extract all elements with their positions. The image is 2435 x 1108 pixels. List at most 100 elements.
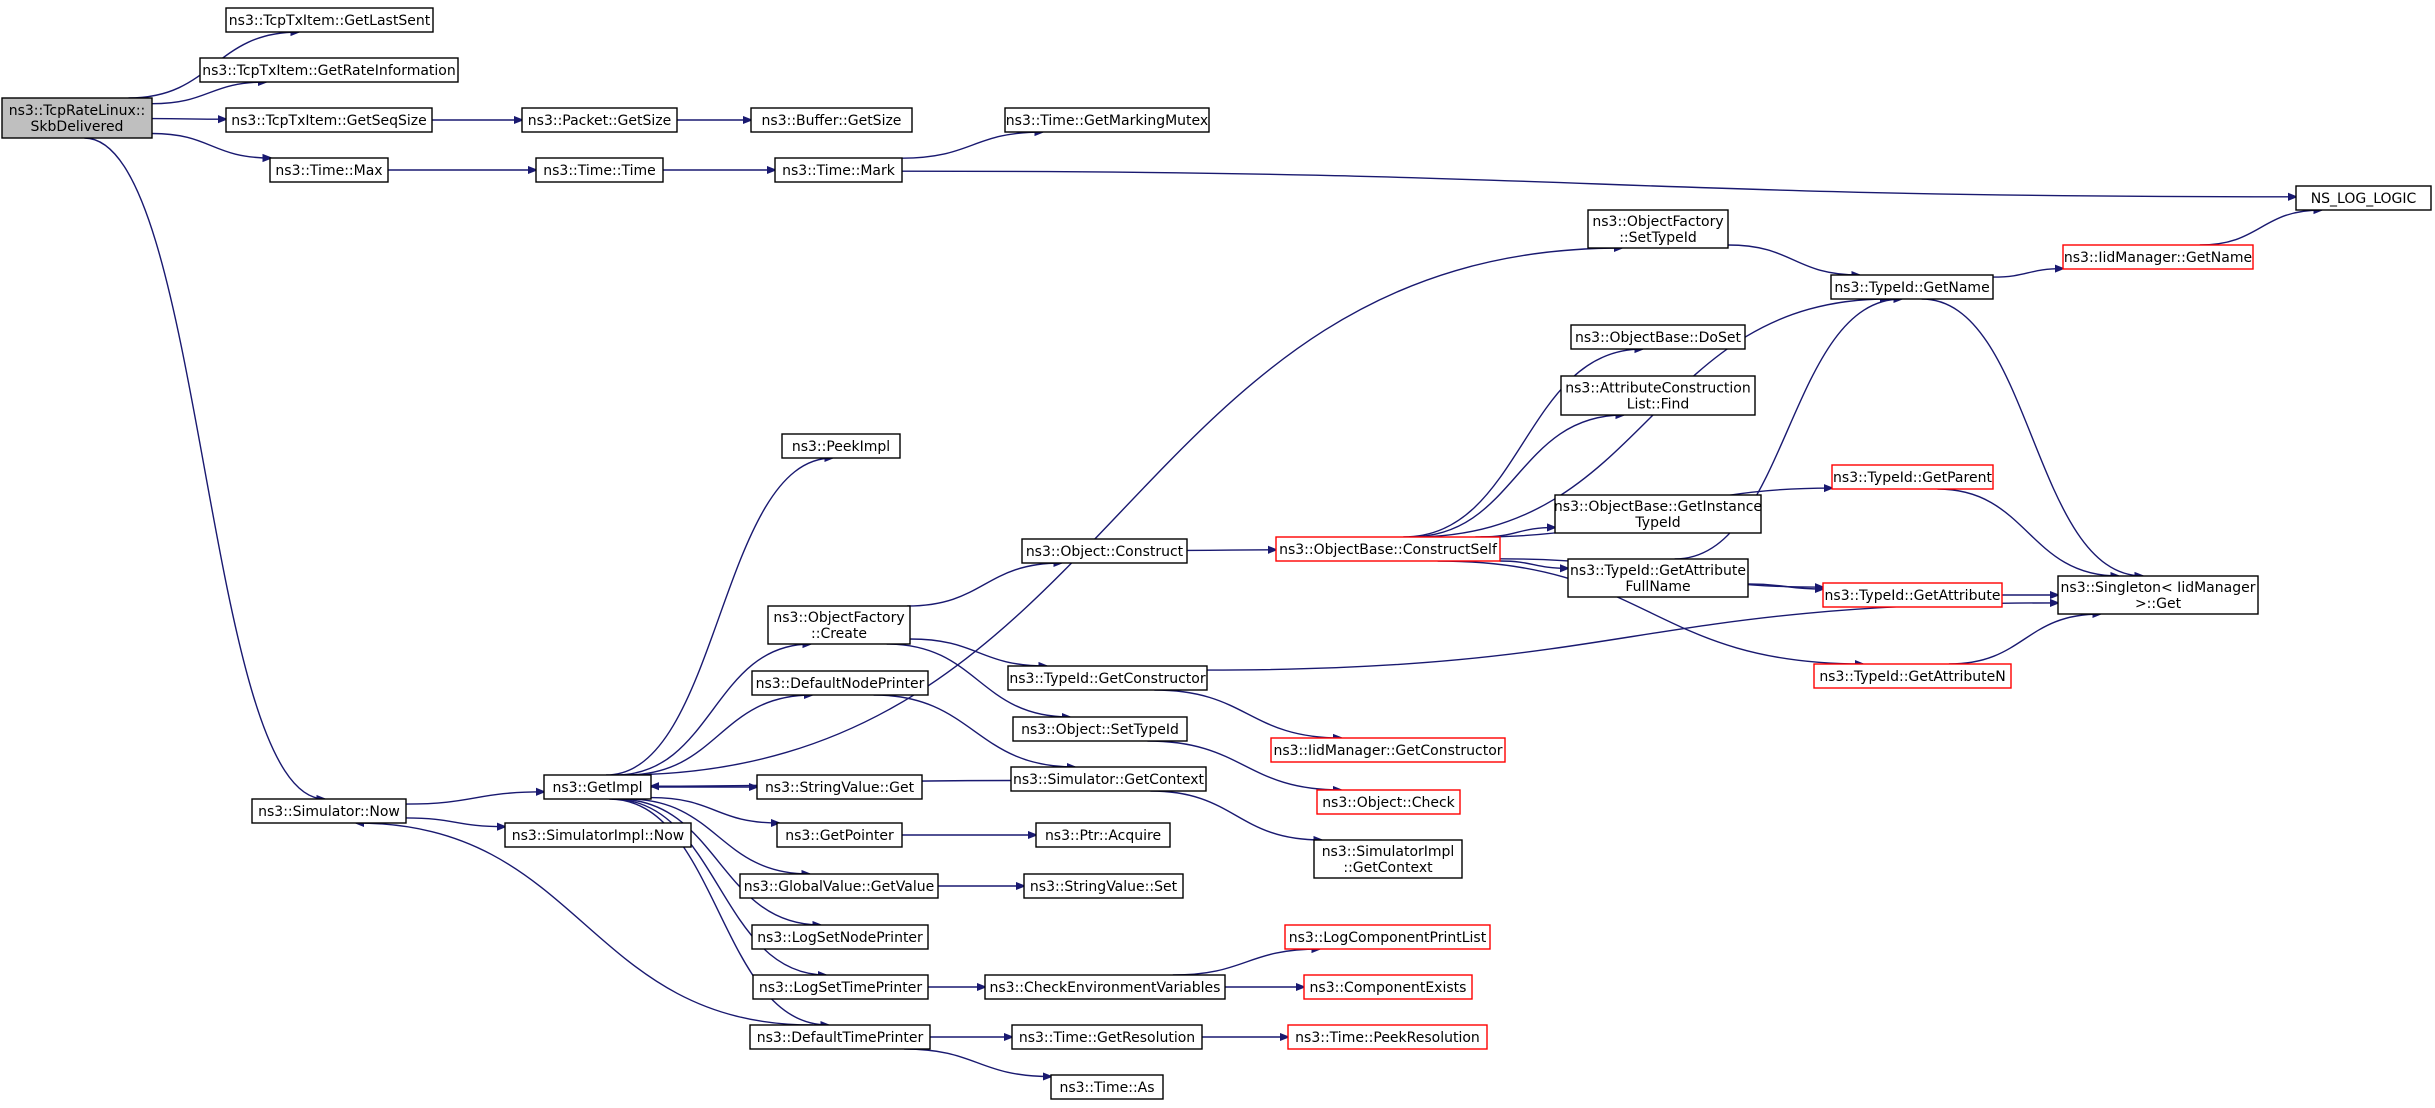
node-label: ns3::Buffer::GetSize [762, 113, 902, 129]
node-label: ns3::Time::Time [543, 163, 655, 179]
node-objConstruct[interactable]: ns3::Object::Construct [1021, 538, 1188, 564]
edge-line [907, 563, 1061, 607]
node-simNow[interactable]: ns3::Simulator::Now [251, 798, 407, 824]
node-timeAs[interactable]: ns3::Time::As [1050, 1074, 1164, 1100]
node-getAttributeN[interactable]: ns3::TypeId::GetAttributeN [1813, 663, 2012, 689]
node-getImpl[interactable]: ns3::GetImpl [543, 774, 652, 800]
node-objSetTypeId[interactable]: ns3::Object::SetTypeId [1012, 716, 1188, 742]
node-label: NS_LOG_LOGIC [2311, 191, 2417, 207]
edge-line [901, 170, 2296, 197]
edge-ofCreate-to-objSetTypeId [886, 643, 1070, 717]
node-timeGetResolution[interactable]: ns3::Time::GetResolution [1011, 1024, 1203, 1050]
node-box [225, 107, 433, 133]
node-box [504, 822, 692, 848]
edge-line [606, 458, 832, 776]
node-logCompPrintList[interactable]: ns3::LogComponentPrintList [1284, 924, 1491, 950]
node-box [1560, 375, 1756, 416]
node-label: ns3::IidManager::GetConstructor [1273, 743, 1502, 759]
node-box [1316, 789, 1461, 815]
node-box [767, 605, 911, 645]
node-box [1287, 1024, 1488, 1050]
node-objCheck[interactable]: ns3::Object::Check [1316, 789, 1461, 815]
node-label: ns3::ObjectFactory [1592, 214, 1723, 230]
node-ptrAcquire[interactable]: ns3::Ptr::Acquire [1035, 822, 1171, 848]
node-label: ns3::DefaultNodePrinter [756, 676, 925, 692]
node-iidGetName[interactable]: ns3::IidManager::GetName [2062, 244, 2254, 270]
node-ofCreate[interactable]: ns3::ObjectFactory::Create [767, 605, 911, 645]
node-packetGetSize[interactable]: ns3::Packet::GetSize [521, 107, 678, 133]
node-simImplGetContext[interactable]: ns3::SimulatorImpl::GetContext [1313, 839, 1463, 879]
node-defaultNodePrinter[interactable]: ns3::DefaultNodePrinter [751, 670, 929, 696]
node-timeMark[interactable]: ns3::Time::Mark [774, 157, 903, 183]
node-stringValueSet[interactable]: ns3::StringValue::Set [1023, 873, 1184, 899]
node-obDoSet[interactable]: ns3::ObjectBase::DoSet [1570, 324, 1746, 350]
node-simImplNow[interactable]: ns3::SimulatorImpl::Now [504, 822, 692, 848]
node-getRateInfo[interactable]: ns3::TcpTxItem::GetRateInformation [199, 57, 459, 83]
edge-defaultTimePrinter-to-simNow [356, 823, 813, 1026]
node-checkEnvVars[interactable]: ns3::CheckEnvironmentVariables [984, 974, 1226, 1000]
node-getMarkingMutex[interactable]: ns3::Time::GetMarkingMutex [1004, 107, 1210, 133]
node-bufferGetSize[interactable]: ns3::Buffer::GetSize [750, 107, 913, 133]
node-getSeqSize[interactable]: ns3::TcpTxItem::GetSeqSize [225, 107, 433, 133]
edge-line [1948, 614, 2100, 665]
node-label: ns3::ComponentExists [1310, 980, 1467, 996]
node-ofSetTypeId[interactable]: ns3::ObjectFactory::SetTypeId [1587, 209, 1729, 249]
node-box [756, 774, 923, 800]
edges-layer [84, 32, 2321, 1077]
node-timeMax[interactable]: ns3::Time::Max [269, 157, 389, 183]
node-box [1554, 494, 1762, 534]
node-timePeekResolution[interactable]: ns3::Time::PeekResolution [1287, 1024, 1488, 1050]
node-stringValueGet[interactable]: ns3::StringValue::Get [756, 774, 923, 800]
node-logSetNodePrinter[interactable]: ns3::LogSetNodePrinter [751, 924, 929, 950]
edge-getImpl-to-logSetTimePrinter [612, 798, 826, 975]
node-getParent[interactable]: ns3::TypeId::GetParent [1831, 464, 1994, 490]
edge-obConstructSelf-to-getAttributeN [1437, 560, 1863, 664]
node-box [751, 924, 929, 950]
node-label: ns3::Packet::GetSize [528, 113, 671, 129]
edge-line [886, 643, 1070, 717]
node-nsLogLogic[interactable]: NS_LOG_LOGIC [2295, 185, 2432, 211]
node-label: List::Find [1627, 397, 1690, 413]
node-label: ns3::Object::SetTypeId [1021, 722, 1179, 738]
node-getConstructor[interactable]: ns3::TypeId::GetConstructor [1007, 665, 1208, 691]
node-timeTime[interactable]: ns3::Time::Time [535, 157, 664, 183]
node-box [750, 107, 913, 133]
edge-line [1727, 244, 1859, 275]
edge-timeMark-to-nsLogLogic [901, 170, 2296, 197]
node-box [749, 1024, 931, 1050]
node-label: ns3::TypeId::GetConstructor [1009, 671, 1205, 687]
node-iidGetConstructor[interactable]: ns3::IidManager::GetConstructor [1270, 737, 1506, 763]
node-root[interactable]: ns3::TcpRateLinux::SkbDelivered [1, 97, 153, 139]
node-peekImpl[interactable]: ns3::PeekImpl [781, 433, 901, 459]
edge-line [609, 798, 828, 1025]
edge-obConstructSelf-to-aclFind [1409, 415, 1624, 538]
node-box [1813, 663, 2012, 689]
node-label: ns3::TypeId::GetName [1834, 280, 1989, 296]
node-box [776, 822, 903, 848]
node-logSetTimePrinter[interactable]: ns3::LogSetTimePrinter [752, 974, 929, 1000]
node-label: ns3::IidManager::GetName [2064, 250, 2252, 266]
node-label: ns3::TypeId::GetParent [1833, 470, 1992, 486]
node-obConstructSelf[interactable]: ns3::ObjectBase::ConstructSelf [1275, 536, 1501, 562]
node-getAttribute[interactable]: ns3::TypeId::GetAttribute [1822, 582, 2003, 608]
edge-typeIdGetName-to-iidGetName [1992, 269, 2063, 278]
node-getPointer[interactable]: ns3::GetPointer [776, 822, 903, 848]
node-box [1010, 766, 1207, 792]
node-defaultTimePrinter[interactable]: ns3::DefaultTimePrinter [749, 1024, 931, 1050]
node-label: ns3::TcpRateLinux:: [9, 103, 146, 119]
node-singletonGet[interactable]: ns3::Singleton< IidManager >::Get [2057, 575, 2259, 615]
node-gvGetValue[interactable]: ns3::GlobalValue::GetValue [739, 873, 939, 899]
edge-simNow-to-getImpl [405, 792, 544, 805]
node-typeIdGetName[interactable]: ns3::TypeId::GetName [1830, 274, 1994, 300]
node-label: ns3::PeekImpl [792, 439, 890, 455]
node-label: ns3::Ptr::Acquire [1045, 828, 1161, 844]
edge-ofCreate-to-getConstructor [909, 638, 1047, 666]
node-getLastSent[interactable]: ns3::TcpTxItem::GetLastSent [225, 7, 434, 33]
node-simGetContext[interactable]: ns3::Simulator::GetContext [1010, 766, 1207, 792]
node-componentExists[interactable]: ns3::ComponentExists [1303, 974, 1473, 1000]
edge-line [405, 792, 544, 805]
edge-obConstructSelf-to-obDoSet [1403, 349, 1642, 538]
